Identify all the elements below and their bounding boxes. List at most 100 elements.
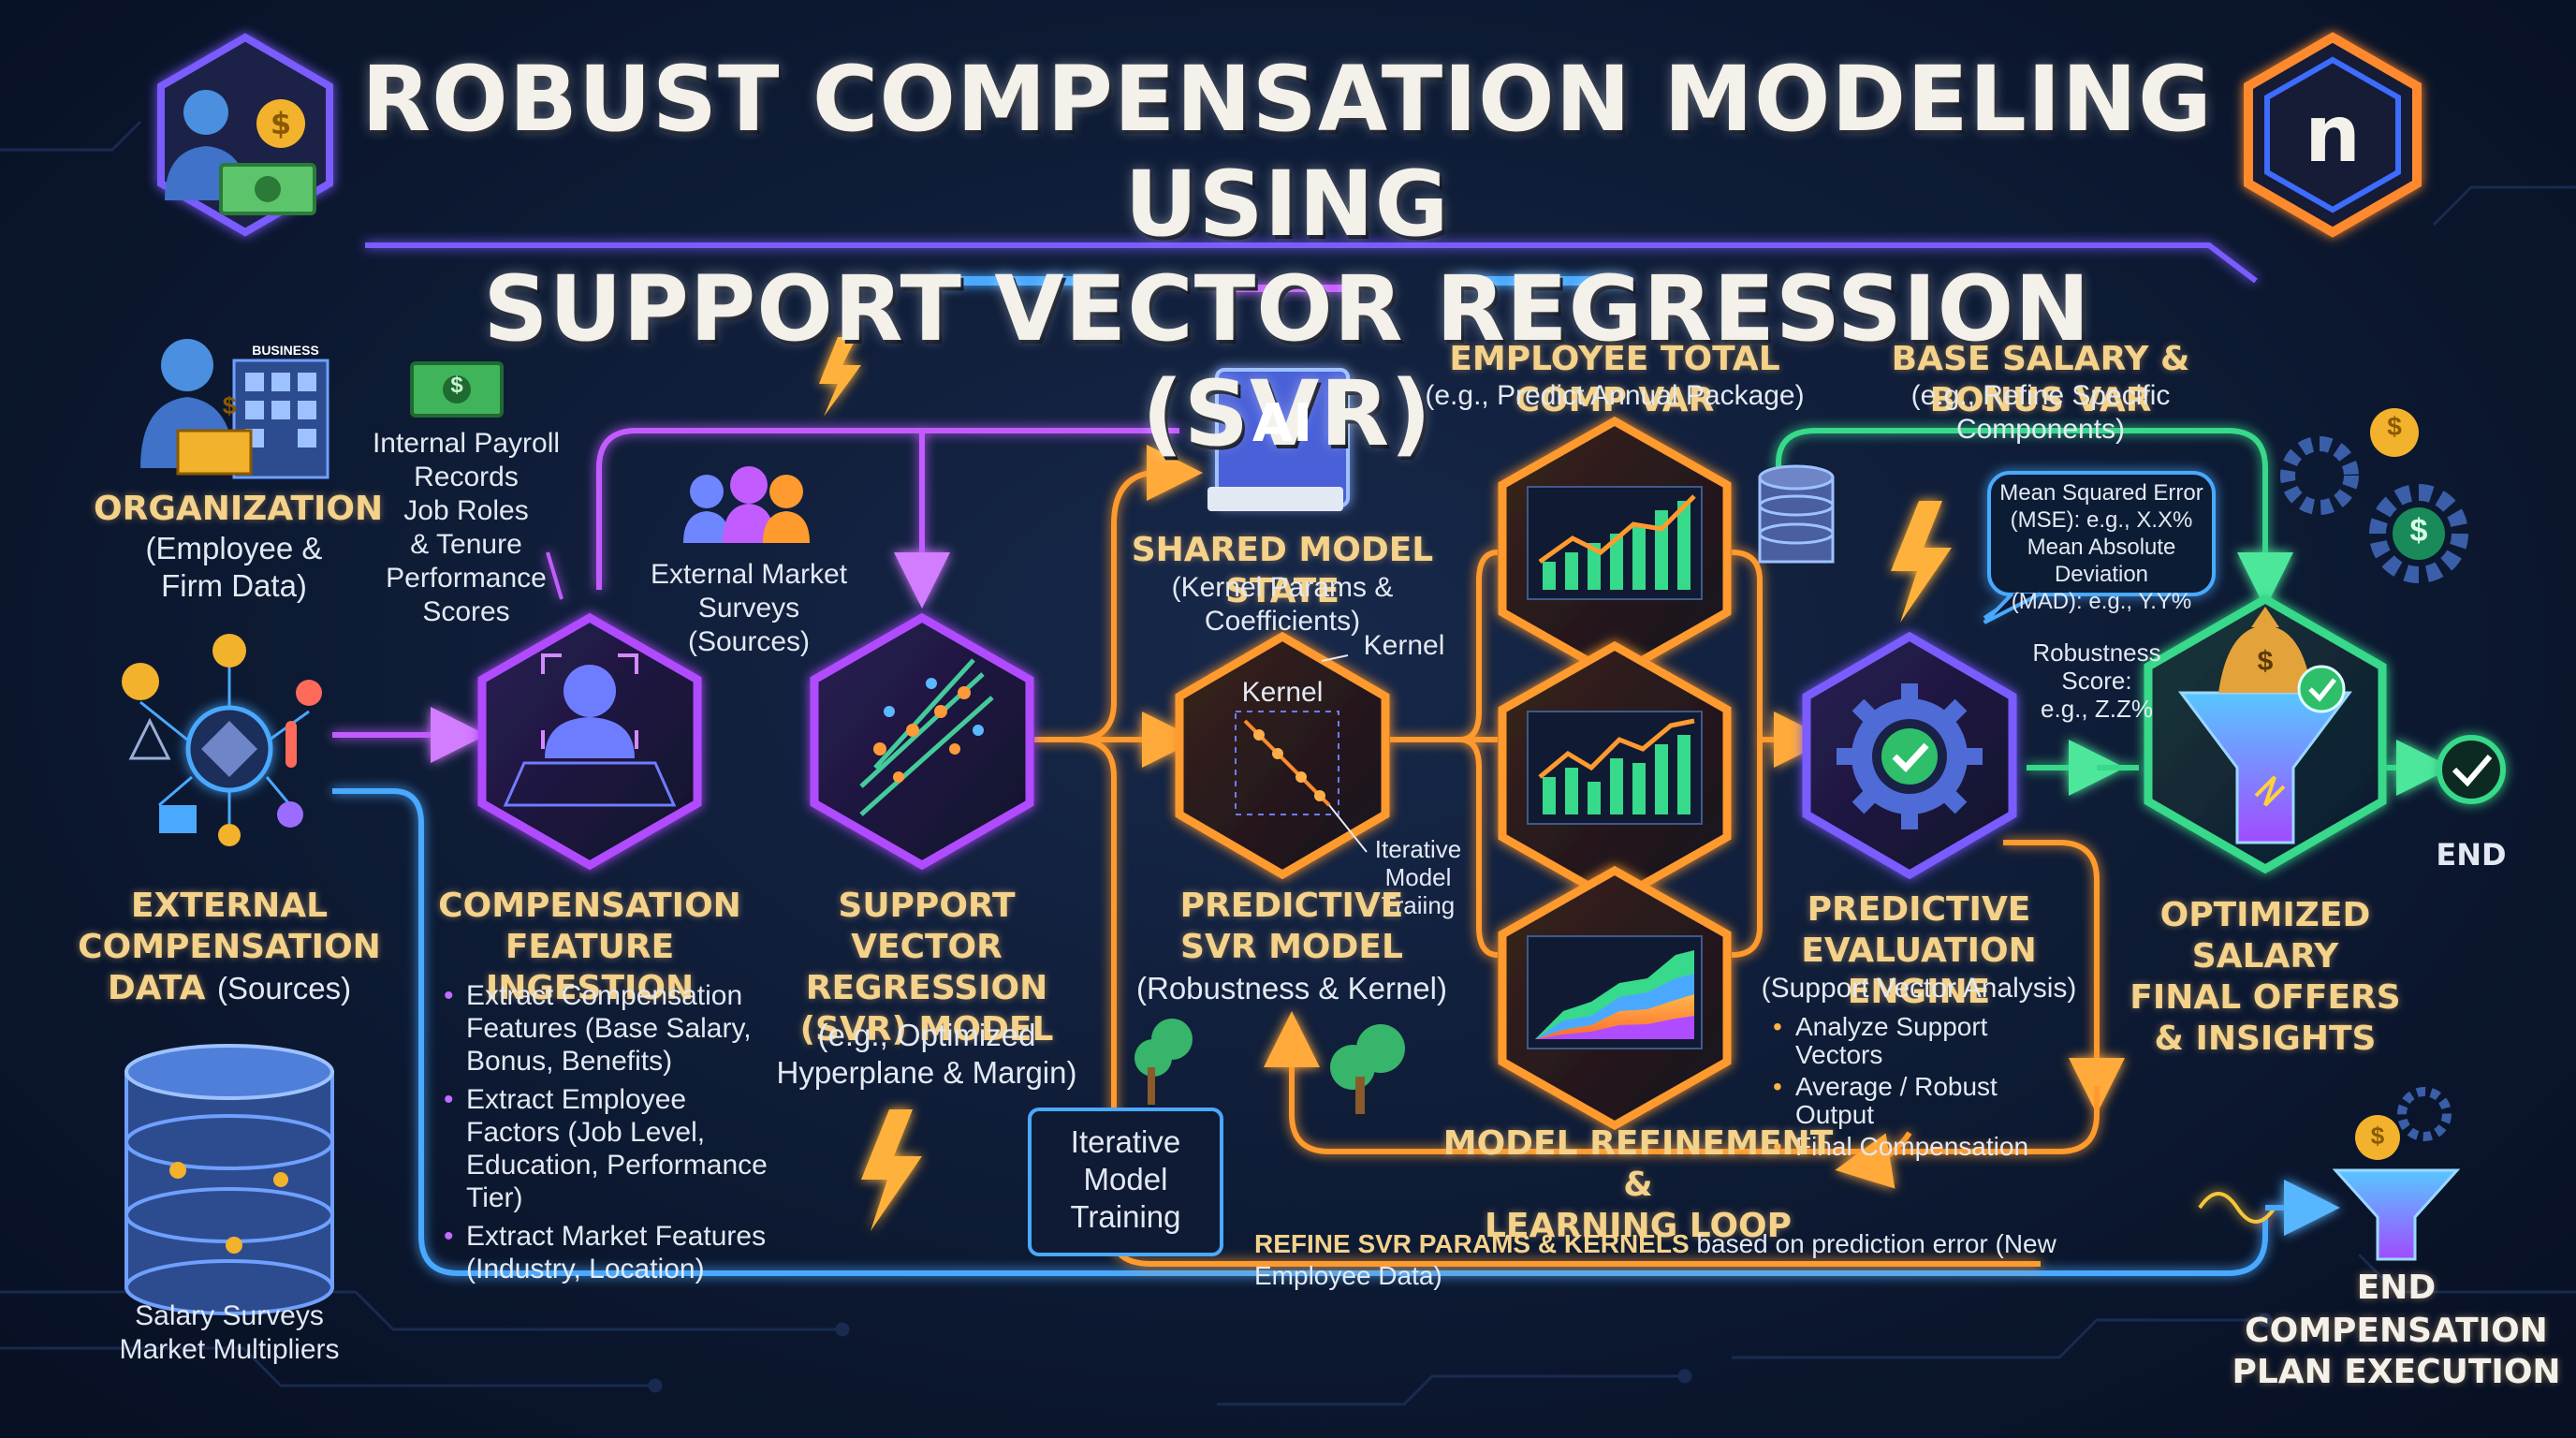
svr-model-subtitle: (e.g., Optimized Hyperplane & Margin) [768, 1017, 1086, 1092]
brand-logo-letter: n [2305, 88, 2361, 180]
execution-funnel-icon [2332, 1087, 2461, 1261]
iterative-box-line: Iterative [1070, 1124, 1181, 1159]
brand-logo-hex [2244, 32, 2422, 238]
internal-sources-line: Scores [422, 596, 510, 627]
organization-subtitle: (Employee & Firm Data) [94, 530, 374, 605]
metrics-line: Mean Absolute Deviation [2027, 535, 2176, 587]
predictive-svr-title-line-2: SVR MODEL [1180, 928, 1403, 966]
evaluation-hex[interactable] [1802, 631, 2017, 880]
database-caption: Salary Surveys Market Multipliers [84, 1299, 374, 1367]
execution-title-line-1: COMPENSATION [2245, 1312, 2548, 1350]
metrics-line: Mean Squared Error [1999, 480, 2203, 506]
external-market-line: Surveys [697, 593, 800, 624]
external-market-line: External Market [650, 559, 848, 590]
external-data-hub [122, 634, 322, 846]
refinement-title-line-1: MODEL REFINEMENT & [1442, 1124, 1834, 1204]
internal-sources-line: Internal Payroll [372, 428, 561, 459]
organization-dollar-icon: $ [222, 391, 237, 419]
evaluation-bullet: Final Compensation [1769, 1133, 2078, 1162]
ingestion-hex[interactable] [477, 612, 702, 871]
organization-subtitle-line-2: Firm Data) [161, 568, 307, 603]
people-icon [683, 466, 810, 543]
base-bonus-title: BASE SALARY & BONUS VAR [1891, 340, 2190, 419]
external-data-title-line-1: EXTERNAL [130, 887, 329, 925]
iterative-box-line: Model [1083, 1162, 1168, 1196]
cash-icon [410, 361, 504, 418]
iterative-box-text: Iterative Model Training [1030, 1123, 1222, 1236]
chart-hex-top[interactable] [1498, 416, 1732, 682]
svg-text:$: $ [271, 106, 291, 141]
optimized-title-line-3: & INSIGHTS [2154, 1020, 2377, 1058]
svr-model-title-line-1: SUPPORT VECTOR [838, 887, 1016, 966]
business-badge: BUSINESS [252, 343, 319, 358]
organization-icon [140, 339, 329, 479]
shared-state-title: SHARED MODEL STATE [1131, 531, 1434, 610]
circuit-background [0, 120, 2576, 1406]
ingestion-title-line-1: COMPENSATION [438, 887, 741, 925]
chart-hex-middle[interactable] [1498, 640, 1732, 906]
refinement-note-rest: based on prediction error (New Employee … [1254, 1229, 2056, 1290]
refinement-note: REFINE SVR PARAMS & KERNELS based on pre… [1254, 1228, 2134, 1292]
svr-model-subtitle-line-2: Hyperplane & Margin) [776, 1055, 1077, 1090]
kernel-inside-label: Kernel [1241, 677, 1324, 708]
metrics-callout [1983, 471, 2216, 624]
total-comp-subtitle: (e.g., Predict Annual Package) [1425, 380, 1805, 411]
external-data-title-line-2: COMPENSATION [78, 928, 381, 966]
optimized-title: OPTIMIZED SALARY FINAL OFFERS & INSIGHTS [2097, 895, 2434, 1060]
external-data-title: EXTERNAL COMPENSATION DATA (Sources) [75, 886, 384, 1009]
gear-coin-dollar-icon: $ [2387, 412, 2402, 441]
internal-sources-line: Job Roles [403, 495, 529, 526]
title-line-2: SUPPORT VECTOR REGRESSION (SVR) [483, 257, 2091, 466]
svr-model-title-line-2: REGRESSION [805, 969, 1048, 1007]
optimized-funnel-hex[interactable] [2144, 594, 2387, 874]
robustness-line: Score: [2061, 667, 2132, 695]
predictive-svr-hex[interactable] [1175, 631, 1390, 880]
total-comp-title: EMPLOYEE TOTAL COMP VAR [1449, 340, 1780, 419]
ingestion-bullets: Extract Compensation Features (Base Sala… [440, 979, 786, 1291]
small-database-icon [1758, 464, 1835, 564]
external-market-text: External Market Surveys (Sources) [637, 558, 861, 659]
optimized-title-line-1: OPTIMIZED SALARY [2159, 896, 2371, 976]
execution-dollar-icon: $ [2370, 1122, 2385, 1150]
predictive-svr-title: PREDICTIVE SVR MODEL [1151, 886, 1432, 968]
refinement-title-line-2: LEARNING LOOP [1484, 1207, 1793, 1245]
training-callout-line: Model [1384, 863, 1452, 891]
iterative-training-box [1028, 1108, 1223, 1256]
ingestion-bullet: Extract Market Features (Industry, Locat… [440, 1220, 786, 1285]
robustness-line: Robustness [2032, 638, 2161, 667]
svr-model-subtitle-line-1: (e.g., Optimized [817, 1018, 1036, 1052]
organization-title: ORGANIZATION [94, 490, 384, 528]
evaluation-subtitle: (Support Vector Analysis) [1761, 973, 2077, 1004]
organization-subtitle-line-1: (Employee & [145, 531, 323, 565]
salary-database-icon [124, 1044, 334, 1315]
evaluation-bullets: Analyze Support Vectors Average / Robust… [1769, 1013, 2078, 1165]
evaluation-bullet: Average / Robust Output [1769, 1073, 2078, 1129]
evaluation-title-line-2: EVALUATION ENGINE [1801, 932, 2037, 1011]
metrics-line: (MAD): e.g., Y.Y% [2011, 589, 2192, 614]
database-caption-line-2: Market Multipliers [119, 1334, 340, 1365]
robustness-text: Robustness Score: e.g., Z.Z% [2012, 638, 2181, 723]
predictive-svr-title-line-1: PREDICTIVE [1179, 887, 1404, 925]
predictive-svr-subtitle: (Robustness & Kernel) [1136, 971, 1447, 1005]
evaluation-bullet: Analyze Support Vectors [1769, 1013, 2078, 1069]
orange-wires [1034, 445, 2125, 1267]
external-data-title-line-3: DATA (Sources) [75, 968, 384, 1009]
ai-icon-text: AI [1251, 393, 1313, 454]
tree-icons [1134, 1019, 1405, 1114]
external-data-sources: (Sources) [217, 971, 352, 1005]
optimized-end-label: END [2436, 837, 2507, 873]
svr-model-hex[interactable] [810, 612, 1034, 871]
compensation-logo-hex: $ [157, 33, 333, 237]
evaluation-title: PREDICTIVE EVALUATION ENGINE [1732, 889, 2106, 1013]
title-line-1: ROBUST COMPENSATION MODELING USING [361, 47, 2213, 257]
kernel-callout: Kernel [1363, 630, 1445, 661]
base-bonus-subtitle: (e.g., Refine Specific Components) [1910, 380, 2171, 445]
lightning-icons [819, 337, 1952, 1231]
refinement-title: MODEL REFINEMENT & LEARNING LOOP [1423, 1123, 1853, 1247]
chart-hex-bottom[interactable] [1498, 865, 1732, 1131]
training-callout: Iterative Model Traiing [1367, 835, 1470, 919]
optimized-title-line-2: FINAL OFFERS [2130, 978, 2401, 1017]
training-callout-line: Traiing [1381, 891, 1456, 919]
gear-dollar-icon: $ [2409, 513, 2428, 549]
iterative-box-line: Training [1070, 1199, 1181, 1234]
